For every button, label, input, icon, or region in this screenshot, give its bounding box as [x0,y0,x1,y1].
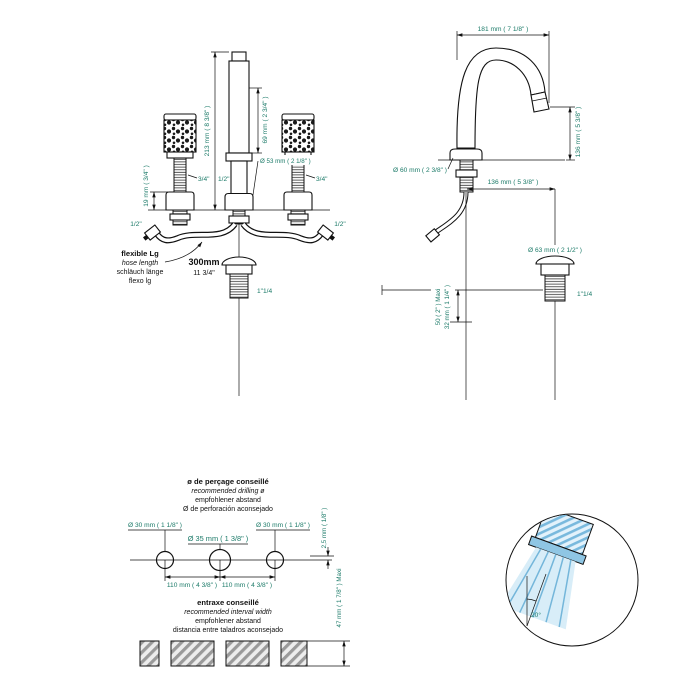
flexible-arrow [164,241,203,263]
hose-connector-left [143,224,162,241]
dim-drain-offset: 136 mm ( 5 3/8" ) [488,179,539,186]
entraxe-title-en: recommended interval width [184,609,272,616]
flexible-label-es: flexo lg [129,278,151,285]
spray-cone [506,547,576,630]
dim-spacing-110: 110 mm ( 4 3/8" ) 110 mm ( 4 3/8" ) [164,560,276,589]
conn-right-label: 3/4" [316,176,328,183]
drain-side [535,255,575,400]
flexible-label-en: hose length [122,260,158,267]
drain-size-label: 1"1/4 [257,288,273,295]
dim-spout-reach: 181 mm ( 7 1/8" ) [478,26,529,33]
side-view: 181 mm ( 7 1/8" ) 136 mm ( 5 3/8" ) Ø 60… [381,26,593,400]
offset-label: 2,5 mm ( 1/8" ) [321,508,328,549]
drilling-title-es: Ø de perforación aconsejado [183,506,273,513]
dim-clamp-range: 32 mm ( 1 1/4" ) 50 ( 2" ) Maxi [431,277,472,339]
drilling-title-block: ø de perçage conseillé recommended drill… [183,477,273,513]
dim-deck-max-47: 47 mm ( 1 7/8" ) Maxi [307,569,350,667]
drain-size-side-label: 1"1/4 [577,291,593,298]
drilling-title-de: empfohlener abstand [195,497,261,504]
dim-50-maxi: 50 ( 2" ) Maxi [435,289,442,326]
conn-left-label: 3/4" [198,176,210,183]
dim-reach-181: 181 mm ( 7 1/8" ) [456,26,550,103]
hoses-front [143,209,335,244]
hose-conn-left-label: 1/2" [130,221,142,228]
dim-offset-25: 2,5 mm ( 1/8" ) [310,508,334,569]
handle-left-front [163,113,197,226]
hose-connector-right [316,224,335,241]
dim-handle-base-height: 19 mm ( 3/4" ) [143,165,150,207]
aerator-side [530,91,550,113]
dim-height-136: 136 mm ( 5 3/8" ) [550,107,582,161]
dim-spout-height-213: 213 mm ( 8 3/8" ) [204,51,229,211]
spout-front [224,51,254,211]
conn-center-label: 1/2" [218,176,230,183]
flexible-hose-note: flexible Lg hose length schläuch länge f… [117,241,220,285]
flexible-label-de: schläuch länge [117,269,164,276]
hole-dia-center: Ø 35 mm ( 1 3/8" ) [188,534,249,543]
base-escutcheon-side [449,148,483,161]
connection-labels: 3/4" 1/2" 3/4" 1/2" 1/2" [130,174,346,228]
entraxe-title-fr: entraxe conseillé [197,598,259,607]
drilling-diagram: ø de perçage conseillé recommended drill… [128,477,350,667]
entraxe-title-de: empfohlener abstand [195,618,261,625]
hole-circles [130,548,332,572]
aerator-detail [506,514,594,630]
dim-32: 32 mm ( 1 1/4" ) [444,285,451,329]
hole-labels: Ø 30 mm ( 1 1/8" ) Ø 35 mm ( 1 3/8" ) Ø … [128,522,310,551]
entraxe-title-block: entraxe conseillé recommended interval w… [173,598,283,634]
drilling-title-en: recommended drilling ø [191,488,265,495]
spray-detail: 20° [505,513,639,647]
front-view: 213 mm ( 8 3/8" ) 69 mm ( 2 3/4" ) Ø 53 … [117,51,346,396]
dim-outlet-height-69: 69 mm ( 2 3/4" ) [249,87,269,154]
drilling-title-fr: ø de perçage conseillé [187,477,268,486]
hose-length-mm: 300mm [188,257,219,267]
dim-base-dia: Ø 60 mm ( 2 3/8" ) [393,167,447,174]
spray-angle-label: 20° [531,611,541,619]
deck-max-label: 47 mm ( 1 7/8" ) Maxi [336,569,343,628]
hole-dia-left: Ø 30 mm ( 1 1/8" ) [128,522,182,529]
hole-dia-right: Ø 30 mm ( 1 1/8" ) [256,522,310,529]
handle-right-front [281,113,315,226]
dim-base-dia-60: Ø 60 mm ( 2 3/8" ) [393,157,454,174]
spray-angle-annotation: 20° [526,573,547,627]
flexible-label-fr: flexible Lg [121,249,159,258]
countertop-section [139,640,308,667]
entraxe-title-es: distancia entre taladros aconsejado [173,627,283,634]
below-deck-side [381,159,543,400]
dim-escutcheon-dia: Ø 53 mm ( 2 1/8" ) [260,158,311,165]
drain-front [221,224,257,396]
dim-drain-flange-dia: Ø 63 mm ( 2 1/2" ) [528,247,582,254]
hose-conn-right-label: 1/2" [334,221,346,228]
spacing-right: 110 mm ( 4 3/8" ) [222,582,272,589]
dim-escutcheon-dia-53: Ø 53 mm ( 2 1/8" ) [252,155,325,196]
hose-length-in: 11 3/4" [193,270,215,277]
dim-outlet-height-side: 136 mm ( 5 3/8" ) [575,107,582,158]
dim-outlet-height: 69 mm ( 2 3/4" ) [262,96,269,143]
spacing-left: 110 mm ( 4 3/8" ) [167,582,217,589]
dim-spout-height: 213 mm ( 8 3/8" ) [204,106,211,157]
dim-handle-base-19: 19 mm ( 3/4" ) [143,165,168,211]
dim-drain-offset-136: 136 mm ( 5 3/8" ) [466,179,556,245]
